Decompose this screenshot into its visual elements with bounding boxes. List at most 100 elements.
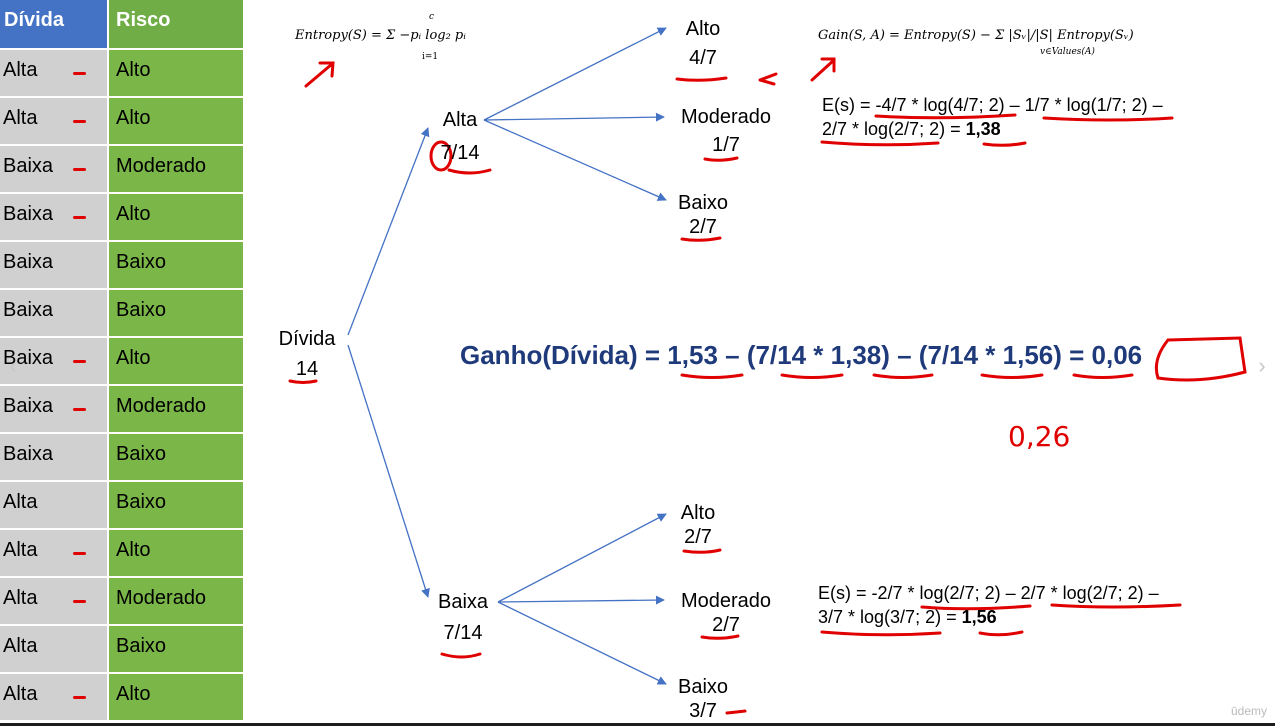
- alta-child-moderado: Moderado 1/7: [670, 105, 782, 157]
- baixa-child-alto-label: Alto: [680, 502, 716, 524]
- calc-baixa-line1: E(s) = -2/7 * log(2/7; 2) – 2/7 * log(2/…: [818, 583, 1159, 603]
- baixa-child-alto: Alto 2/7: [672, 501, 724, 549]
- tree-node-alta: Alta 7/14: [432, 108, 488, 165]
- gain-formula: Gain(S, A) = Entropy(S) − Σ |Sᵥ|/|S| Ent…: [818, 28, 1134, 43]
- gain-formula-text: Gain(S, A) = Entropy(S) − Σ |Sᵥ|/|S| Ent…: [818, 28, 1134, 43]
- table-cell-divida: Baixa: [0, 194, 107, 240]
- baixa-label: Baixa: [437, 591, 489, 613]
- table-cell-risco: Moderado: [109, 578, 243, 624]
- handwritten-note: 0,26: [1008, 420, 1071, 453]
- table-cell-risco: Moderado: [109, 386, 243, 432]
- calc-alta-line1: E(s) = -4/7 * log(4/7; 2) – 1/7 * log(1/…: [822, 95, 1163, 115]
- calc-baixa-result: 1,56: [961, 607, 997, 627]
- header-risco: Risco: [109, 0, 243, 48]
- baixa-child-moderado-label: Moderado: [680, 590, 772, 612]
- red-tick-mark: [73, 168, 86, 171]
- table-cell-divida: Alta: [0, 482, 107, 528]
- table-cell-divida: Baixa: [0, 434, 107, 480]
- table-cell-risco: Alto: [109, 338, 243, 384]
- arrow-root-alta: [347, 127, 430, 336]
- table-cell-risco: Alto: [109, 50, 243, 96]
- root-label: Dívida: [278, 328, 336, 350]
- table-cell-risco: Alto: [109, 530, 243, 576]
- baixa-child-baixo-count: 3/7: [689, 700, 717, 722]
- table-cell-risco: Moderado: [109, 146, 243, 192]
- table-cell-divida: Alta: [0, 578, 107, 624]
- baixa-count: 7/14: [443, 622, 483, 644]
- header-divida: Dívida: [0, 0, 107, 48]
- bottom-bar: [0, 723, 1275, 726]
- entropy-formula-text: Entropy(S) = Σ −pᵢ log₂ pᵢ: [295, 28, 466, 43]
- table-cell-divida: Baixa: [0, 242, 107, 288]
- table-cell-divida: Alta: [0, 626, 107, 672]
- prev-slide-arrow[interactable]: ‹: [9, 353, 17, 378]
- table-cell-risco: Baixo: [109, 482, 243, 528]
- arrow-baixa-moderado: [497, 595, 665, 605]
- watermark: ūdemy: [1230, 704, 1267, 718]
- table-cell-risco: Baixo: [109, 626, 243, 672]
- gain-sum-bottom: v∈Values(A): [1040, 47, 1095, 57]
- next-slide-arrow[interactable]: ›: [1258, 353, 1266, 378]
- baixa-child-moderado-count: 2/7: [712, 614, 740, 636]
- alta-child-alto-count: 4/7: [689, 47, 717, 69]
- table-cell-divida: Alta: [0, 50, 107, 96]
- red-tick-mark: [73, 216, 86, 219]
- baixa-child-moderado: Moderado 2/7: [670, 589, 782, 637]
- calc-alta-line2: 2/7 * log(2/7; 2) = 1,38: [822, 117, 1163, 141]
- arrow-alta-alto: [483, 27, 667, 121]
- table-cell-divida: Alta: [0, 674, 107, 720]
- table-cell-risco: Alto: [109, 674, 243, 720]
- calc-baixa-line2: 3/7 * log(3/7; 2) = 1,56: [818, 605, 1159, 629]
- table-cell-risco: Baixo: [109, 434, 243, 480]
- alta-label: Alta: [442, 109, 478, 131]
- red-tick-mark: [73, 696, 86, 699]
- alta-child-baixo-count: 2/7: [689, 216, 717, 238]
- table-cell-divida: Alta: [0, 98, 107, 144]
- table-cell-divida: Baixa: [0, 290, 107, 336]
- table-cell-risco: Baixo: [109, 242, 243, 288]
- table-cell-risco: Alto: [109, 194, 243, 240]
- alta-child-baixo-label: Baixo: [677, 192, 729, 214]
- baixa-child-baixo-label: Baixo: [677, 676, 729, 698]
- alta-child-alto-label: Alto: [685, 18, 721, 40]
- alta-child-moderado-label: Moderado: [680, 106, 772, 128]
- baixa-child-baixo: Baixo 3/7: [672, 675, 734, 723]
- red-tick-mark: [73, 72, 86, 75]
- calc-baixa: E(s) = -2/7 * log(2/7; 2) – 2/7 * log(2/…: [818, 581, 1159, 629]
- table-cell-risco: Alto: [109, 98, 243, 144]
- entropy-formula: Entropy(S) = Σ −pᵢ log₂ pᵢ: [295, 28, 466, 43]
- tree-root-node: Dívida 14: [275, 327, 339, 381]
- table-cell-divida: Baixa: [0, 386, 107, 432]
- alta-child-baixo: Baixo 2/7: [672, 191, 734, 239]
- red-tick-mark: [73, 360, 86, 363]
- red-tick-mark: [73, 600, 86, 603]
- baixa-child-alto-count: 2/7: [684, 526, 712, 548]
- gain-formula-main: Ganho(Dívida) = 1,53 – (7/14 * 1,38) – (…: [460, 340, 1143, 370]
- entropy-sum-bottom: i=1: [422, 52, 439, 62]
- alta-count: 7/14: [440, 142, 480, 164]
- table-cell-divida: Baixa: [0, 146, 107, 192]
- table-cell-divida: Baixa: [0, 338, 107, 384]
- entropy-sum-top: c: [429, 12, 435, 22]
- red-tick-mark: [73, 408, 86, 411]
- arrow-baixa-baixo: [497, 601, 667, 685]
- root-count: 14: [295, 358, 319, 380]
- calc-alta-line2-prefix: 2/7 * log(2/7; 2) =: [822, 119, 966, 139]
- calc-alta: E(s) = -4/7 * log(4/7; 2) – 1/7 * log(1/…: [822, 93, 1163, 141]
- alta-child-moderado-count: 1/7: [712, 134, 740, 156]
- arrow-alta-moderado: [483, 112, 665, 122]
- red-tick-mark: [73, 552, 86, 555]
- table-cell-divida: Alta: [0, 530, 107, 576]
- red-tick-mark: [73, 120, 86, 123]
- calc-baixa-line2-prefix: 3/7 * log(3/7; 2) =: [818, 607, 962, 627]
- arrow-alta-baixo: [483, 119, 667, 201]
- tree-node-baixa: Baixa 7/14: [432, 590, 494, 645]
- calc-alta-result: 1,38: [965, 119, 1001, 139]
- arrow-baixa-alto: [497, 513, 667, 603]
- table-cell-risco: Baixo: [109, 290, 243, 336]
- red-annotations: [288, 57, 1247, 715]
- arrow-root-baixa: [347, 344, 430, 598]
- alta-child-alto: Alto 4/7: [672, 17, 734, 70]
